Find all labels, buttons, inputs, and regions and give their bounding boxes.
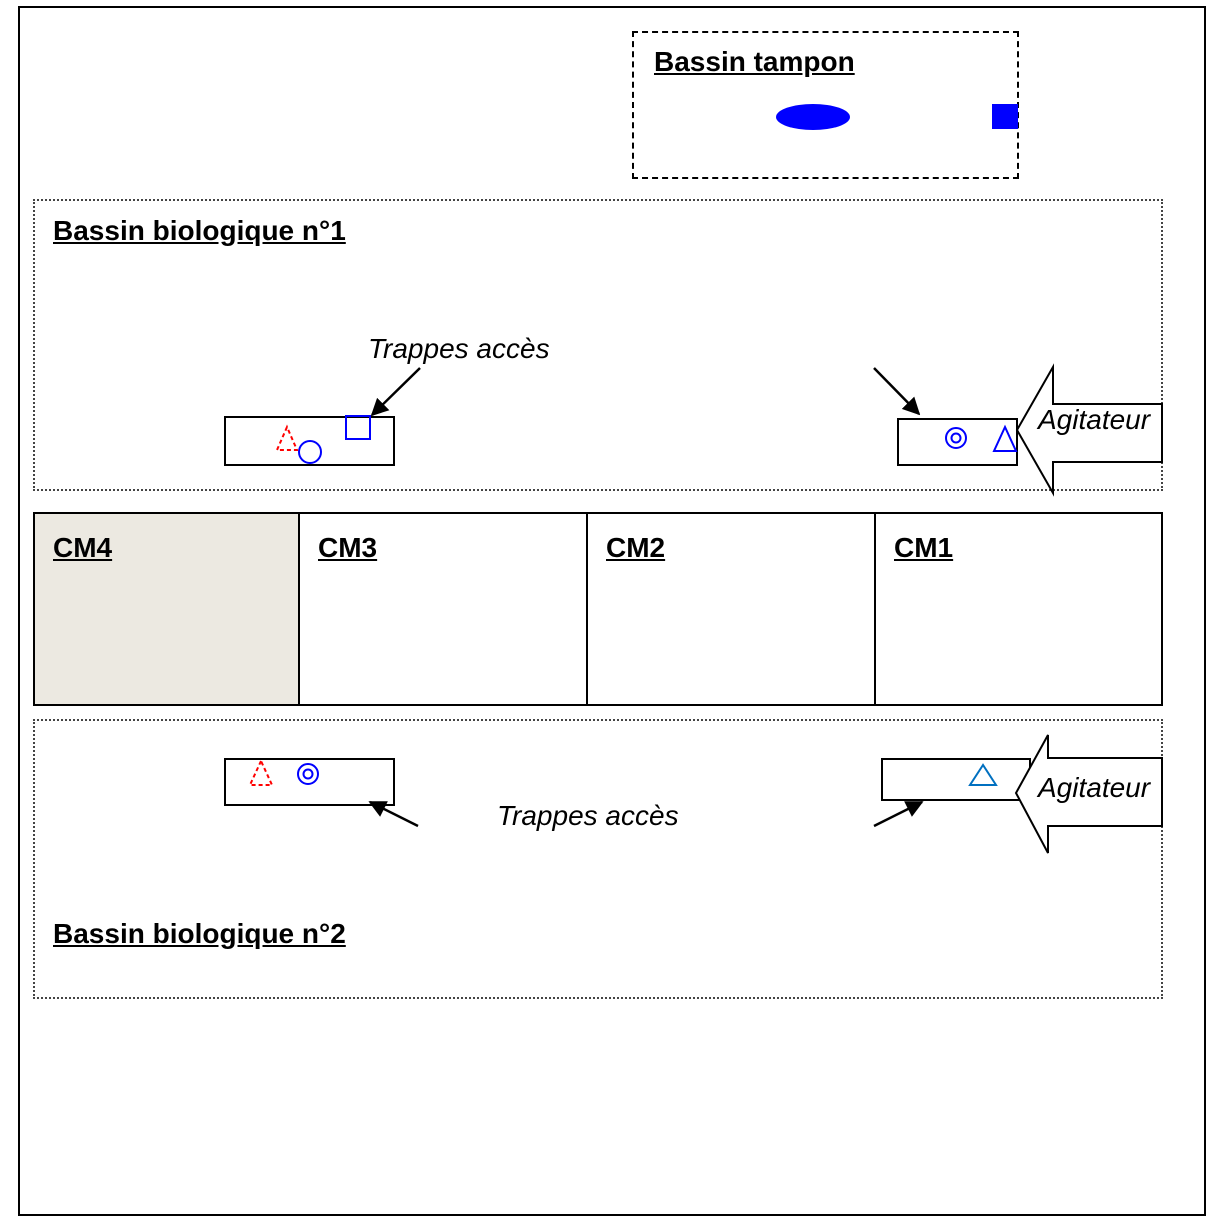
- trappe-left-2: [224, 758, 395, 806]
- red-dashed-triangle-1: [275, 424, 299, 451]
- blue-triangle-1: [992, 424, 1018, 452]
- cm1-cell: CM1: [876, 514, 1161, 704]
- light-blue-triangle-2: [968, 763, 998, 786]
- trappe-right-2: [881, 758, 1031, 801]
- bassin-biologique-2-box: [33, 719, 1163, 999]
- bassin-biologique-1-box: [33, 199, 1163, 491]
- agitateur-label-1: Agitateur: [1038, 404, 1151, 435]
- cm2-cell: CM2: [588, 514, 876, 704]
- arrow-trappe-left-1: [370, 367, 421, 417]
- double-circle-outer-1: [945, 427, 967, 449]
- cm-row: CM4 CM3 CM2 CM1: [33, 512, 1163, 706]
- bassin-biologique-2-title: Bassin biologique n°2: [53, 918, 346, 949]
- double-circle-inner-1: [950, 432, 962, 444]
- tampon-square-symbol: [992, 104, 1018, 129]
- cm4-cell: CM4: [35, 514, 300, 704]
- trappes-acces-label-1: Trappes accès: [368, 333, 550, 364]
- bassin-tampon-title: Bassin tampon: [654, 46, 855, 77]
- agitateur-label-2: Agitateur: [1038, 772, 1151, 803]
- agitateur-arrow-1: [1015, 363, 1163, 497]
- cm2-label: CM2: [606, 532, 666, 563]
- cm3-cell: CM3: [300, 514, 588, 704]
- agitateur-arrow-2: [1014, 734, 1163, 854]
- cm1-label: CM1: [894, 532, 954, 563]
- arrow-trappe-right-2: [873, 800, 924, 828]
- blue-square-1: [345, 415, 371, 440]
- blue-circle-1: [298, 440, 322, 464]
- cm4-label: CM4: [53, 532, 113, 563]
- arrow-trappe-left-2: [368, 800, 419, 828]
- double-circle-inner-2: [302, 768, 314, 780]
- trappes-acces-label-2: Trappes accès: [497, 800, 679, 831]
- double-circle-outer-2: [297, 763, 319, 785]
- bassin-biologique-1-title: Bassin biologique n°1: [53, 215, 346, 246]
- tampon-ellipse-symbol: [776, 104, 850, 130]
- cm3-label: CM3: [318, 532, 378, 563]
- arrow-trappe-right-1: [873, 367, 921, 416]
- red-dashed-triangle-2: [248, 758, 274, 786]
